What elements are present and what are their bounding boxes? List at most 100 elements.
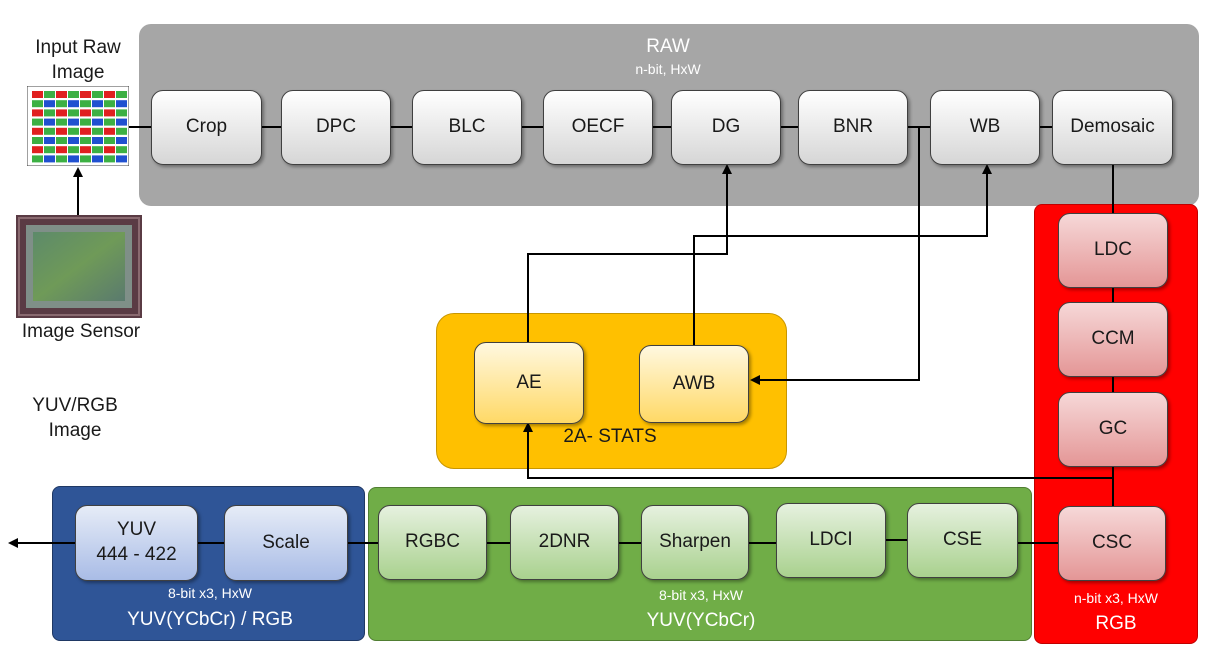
bayer-pixel	[92, 109, 103, 117]
bayer-pixel	[104, 146, 115, 154]
bayer-pixel	[44, 155, 55, 163]
yuv-444-422-block: YUV 444 - 422	[75, 505, 198, 581]
bayer-pixel	[80, 146, 91, 154]
yuv-title: YUV(YCbCr)	[646, 610, 756, 631]
bayer-pixel	[68, 127, 79, 135]
rgb-format: n-bit x3, HxW	[1073, 590, 1158, 606]
bayer-pixel	[104, 118, 115, 126]
bayer-pixel	[56, 127, 67, 135]
bayer-pixel	[56, 118, 67, 126]
awb-block: AWB	[639, 345, 749, 423]
bnr-block: BNR	[798, 90, 908, 165]
oecf-block: OECF	[543, 90, 653, 165]
bayer-pixel	[80, 91, 91, 98]
bayer-pixel	[116, 91, 127, 98]
bayer-pixel	[80, 100, 91, 108]
image-sensor-label: Image Sensor	[21, 321, 141, 342]
ccm-block: CCM	[1058, 302, 1168, 377]
bayer-pixel	[68, 91, 79, 98]
bayer-pixel	[44, 118, 55, 126]
bayer-pixel	[44, 146, 55, 154]
demosaic-block: Demosaic	[1052, 90, 1173, 165]
raw-title: RAW	[646, 36, 690, 57]
bayer-pixel	[44, 137, 55, 144]
bayer-pixel	[116, 127, 127, 135]
bayer-pixel	[80, 127, 91, 135]
bayer-pattern-image	[27, 86, 129, 166]
yuv-format: 8-bit x3, HxW	[658, 587, 743, 603]
raw-format: n-bit, HxW	[635, 61, 701, 77]
bayer-pixel	[32, 100, 43, 108]
bayer-pixel	[44, 109, 55, 117]
stats-title: 2A- STATS	[563, 426, 657, 447]
bayer-pixel	[68, 118, 79, 126]
bayer-pixel	[104, 155, 115, 163]
input-raw-image-label: Input Raw Image	[35, 37, 121, 83]
bayer-pixel	[32, 146, 43, 154]
ldc-block: LDC	[1058, 213, 1168, 288]
bayer-pixel	[80, 155, 91, 163]
bayer-pixel	[32, 91, 43, 98]
bayer-pixel	[104, 100, 115, 108]
bayer-pixel	[92, 118, 103, 126]
rgbc-block: RGBC	[378, 505, 487, 580]
bayer-pixel	[32, 118, 43, 126]
bayer-pixel	[32, 155, 43, 163]
bayer-pixel	[68, 100, 79, 108]
sharpen-block: Sharpen	[641, 505, 749, 580]
bayer-pixel	[56, 146, 67, 154]
bayer-pixel	[104, 137, 115, 144]
gc-block: GC	[1058, 392, 1168, 467]
bayer-pixel	[68, 109, 79, 117]
ldci-block: LDCI	[776, 503, 886, 578]
bayer-pixel	[92, 155, 103, 163]
bayer-pixel	[32, 127, 43, 135]
bayer-pixel	[116, 155, 127, 163]
bayer-pixel	[116, 100, 127, 108]
dg-block: DG	[671, 90, 781, 165]
bayer-pixel	[80, 109, 91, 117]
bayer-pixel	[92, 146, 103, 154]
output-format: 8-bit x3, HxW	[167, 585, 252, 601]
bayer-pixel	[32, 137, 43, 144]
scale-block: Scale	[224, 505, 348, 581]
bayer-pixel	[56, 109, 67, 117]
wb-block: WB	[930, 90, 1040, 165]
dpc-block: DPC	[281, 90, 391, 165]
bayer-pixel	[56, 100, 67, 108]
blc-block: BLC	[412, 90, 522, 165]
bayer-pixel	[116, 118, 127, 126]
crop-block: Crop	[151, 90, 262, 165]
bayer-pixel	[80, 137, 91, 144]
bayer-pixel	[104, 127, 115, 135]
bayer-pixel	[56, 155, 67, 163]
bayer-pixel	[92, 137, 103, 144]
bayer-pixel	[68, 146, 79, 154]
bayer-pixel	[68, 137, 79, 144]
csc-block: CSC	[1058, 506, 1166, 581]
rgb-title: RGB	[1095, 613, 1137, 634]
image-sensor-chip	[16, 215, 142, 318]
bayer-pixel	[116, 109, 127, 117]
cse-block: CSE	[907, 503, 1018, 578]
bayer-pixel	[92, 91, 103, 98]
bayer-pixel	[116, 146, 127, 154]
bayer-pixel	[104, 91, 115, 98]
yuv-rgb-image-label: YUV/RGB Image	[32, 395, 118, 441]
bayer-pixel	[32, 109, 43, 117]
ae-block: AE	[474, 342, 584, 424]
2dnr-block: 2DNR	[510, 505, 619, 580]
bayer-pixel	[92, 100, 103, 108]
output-title: YUV(YCbCr) / RGB	[127, 609, 293, 630]
bayer-pixel	[80, 118, 91, 126]
bayer-pixel	[68, 155, 79, 163]
bayer-pixel	[92, 127, 103, 135]
bayer-pixel	[44, 127, 55, 135]
bayer-pixel	[44, 100, 55, 108]
bayer-pixel	[116, 137, 127, 144]
bayer-pixel	[44, 91, 55, 98]
bayer-pixel	[56, 137, 67, 144]
bayer-pixel	[104, 109, 115, 117]
bayer-pixel	[56, 91, 67, 98]
